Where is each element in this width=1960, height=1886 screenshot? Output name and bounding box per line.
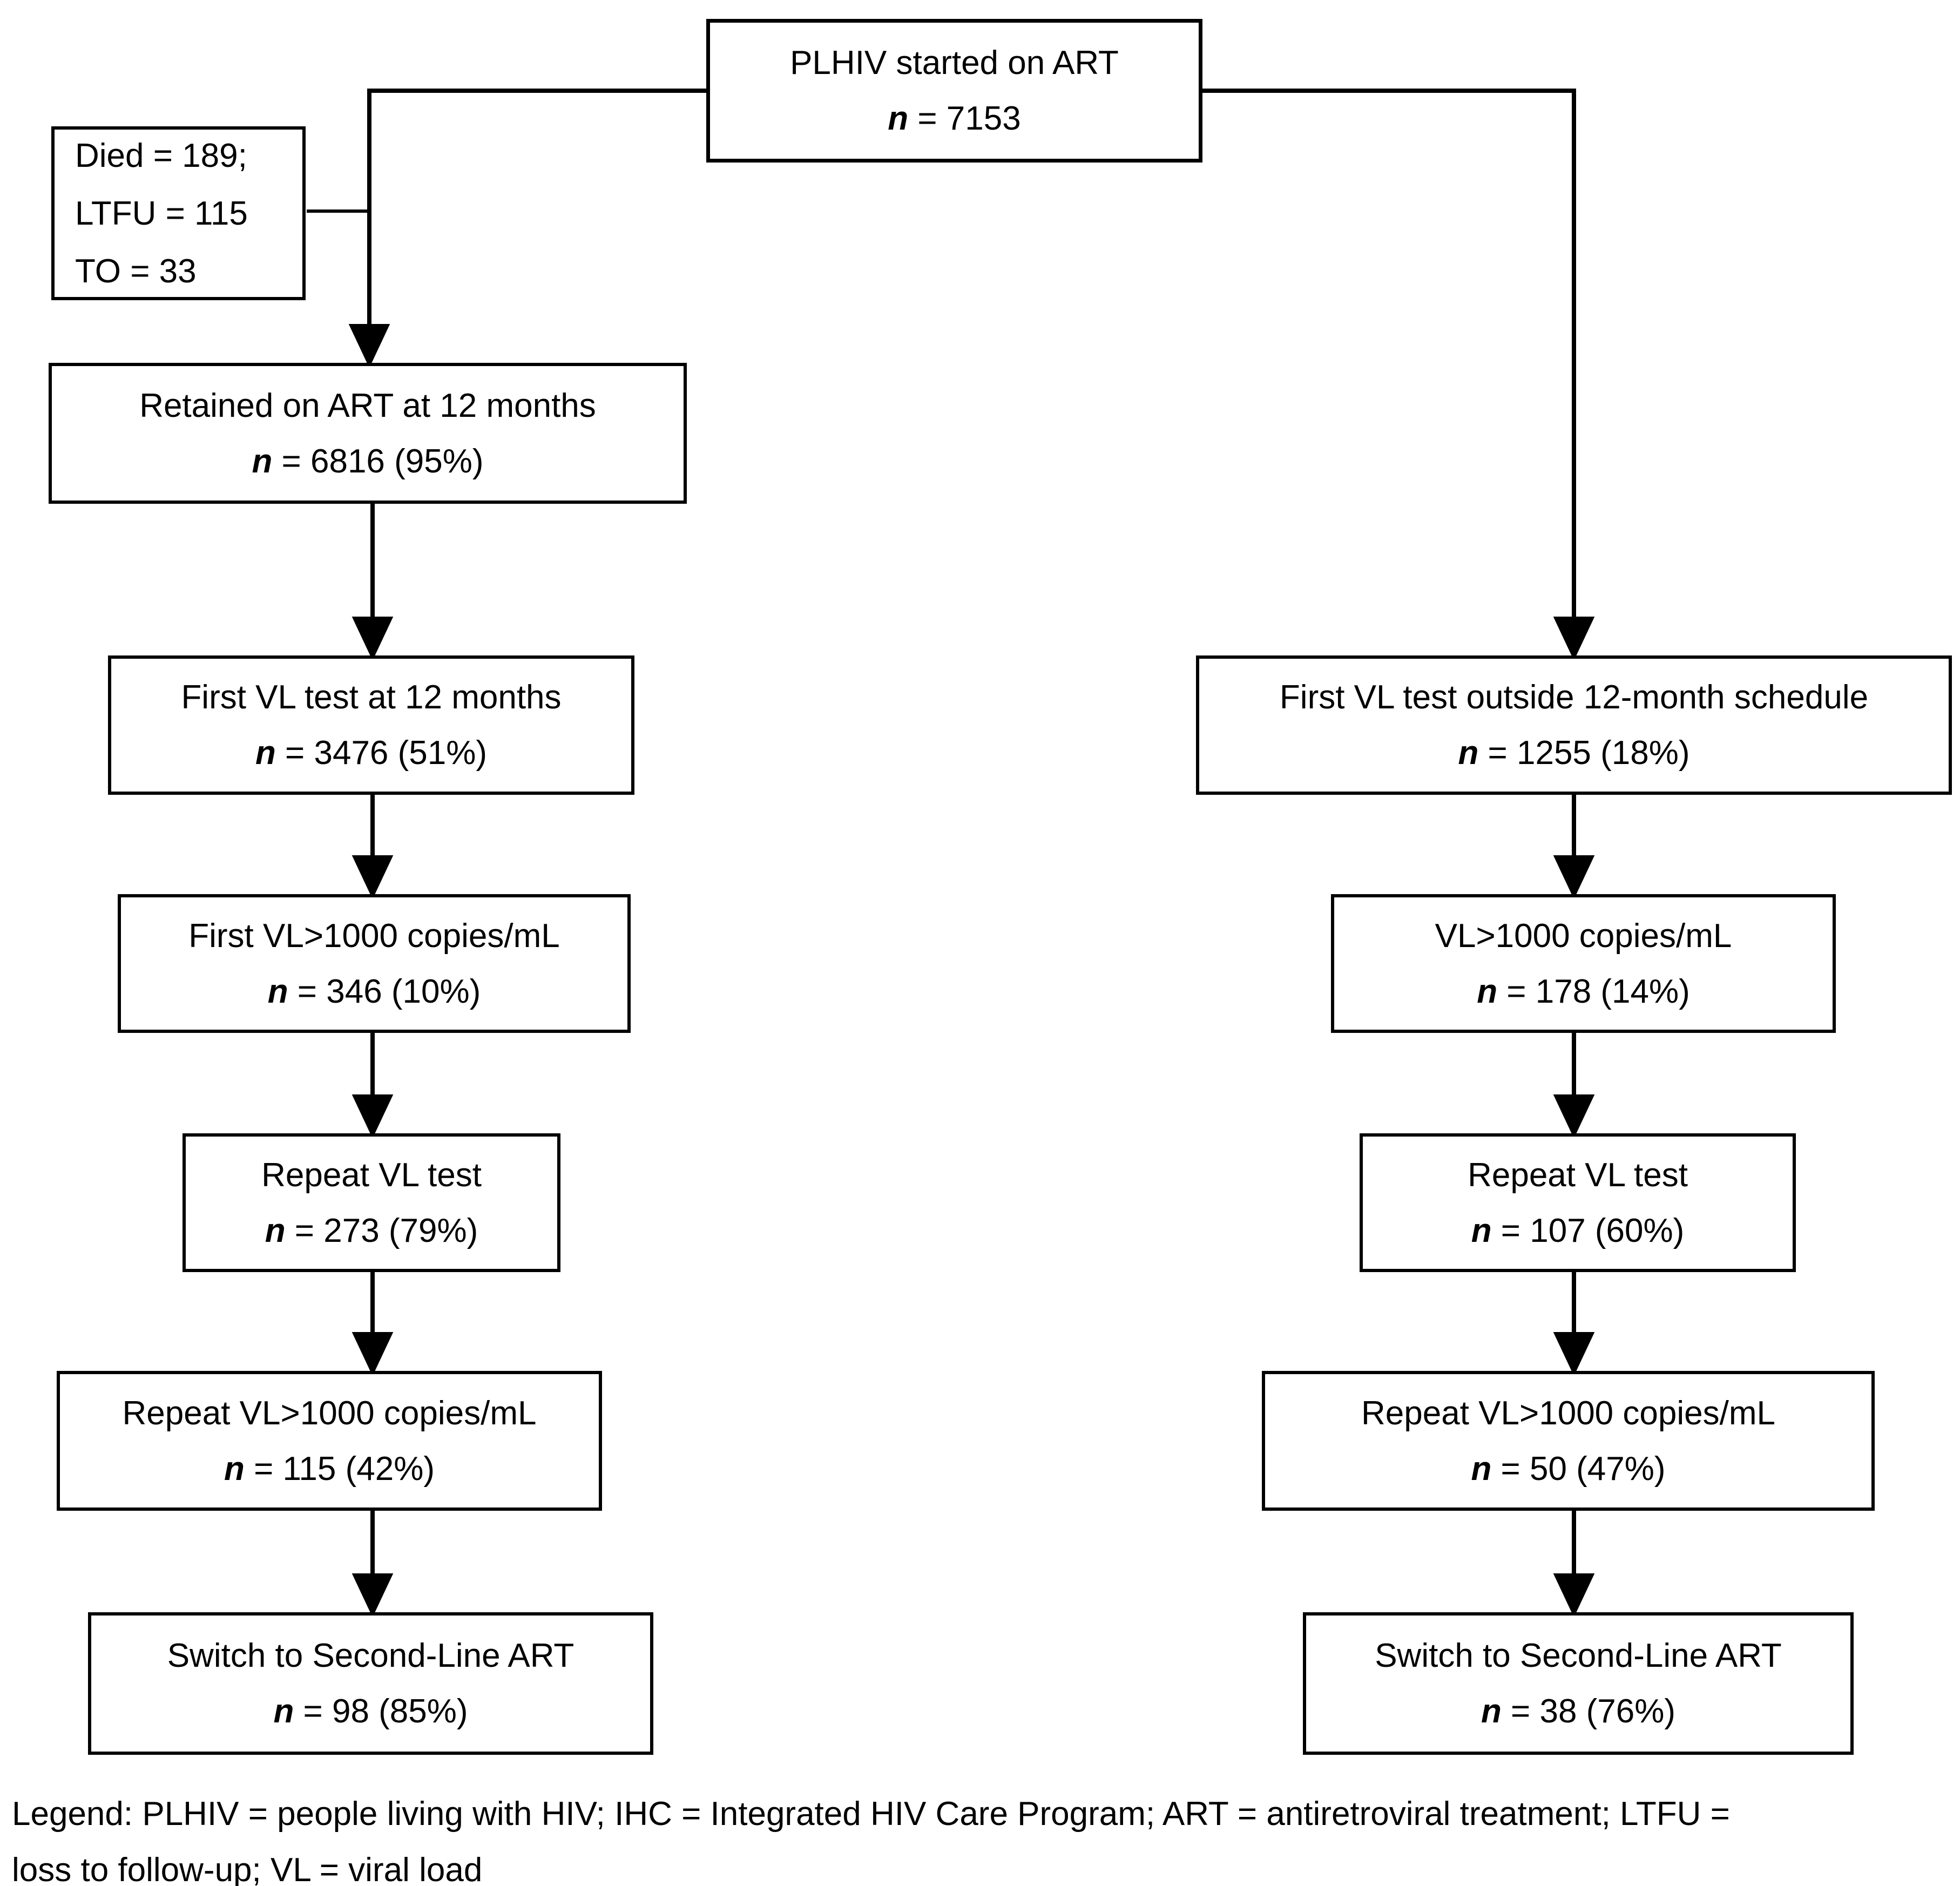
n-symbol: n	[1471, 1450, 1492, 1488]
box-n-line: n = 107 (60%)	[1471, 1203, 1685, 1259]
box-label: Switch to Second-Line ART	[1375, 1637, 1782, 1674]
box-n-line: n = 98 (85%)	[273, 1684, 468, 1739]
arrowhead-into-retained	[348, 324, 390, 368]
box-n-line: n = 38 (76%)	[1481, 1684, 1675, 1739]
flow-box-first-vl-high: First VL>1000 copies/mL n = 346 (10%)	[118, 894, 631, 1033]
n-symbol: n	[1458, 734, 1479, 772]
n-value: = 7153	[908, 100, 1021, 137]
n-value: = 178 (14%)	[1497, 972, 1690, 1010]
exclusion-line-died: Died = 189;	[75, 137, 247, 174]
n-symbol: n	[252, 442, 273, 480]
n-value: = 50 (47%)	[1491, 1450, 1666, 1488]
arrowhead-left-6	[352, 1573, 394, 1618]
n-symbol: n	[1477, 972, 1498, 1010]
flow-box-first-vl-outside: First VL test outside 12-month schedule …	[1196, 655, 1952, 795]
n-value: = 6816 (95%)	[272, 442, 484, 480]
n-value: = 107 (60%)	[1491, 1212, 1685, 1249]
arrowhead-into-right-1	[1553, 617, 1595, 661]
arrowhead-left-4	[352, 1094, 394, 1139]
box-n-line: n = 3476 (51%)	[255, 725, 487, 781]
n-symbol: n	[1471, 1212, 1492, 1249]
arrowhead-right-3	[1553, 1094, 1595, 1139]
n-symbol: n	[265, 1212, 286, 1249]
box-label: VL>1000 copies/mL	[1435, 917, 1732, 955]
legend: Legend: PLHIV = people living with HIV; …	[12, 1786, 1950, 1886]
box-n-line: n = 6816 (95%)	[252, 434, 483, 489]
legend-line-2: loss to follow-up; VL = viral load	[12, 1851, 483, 1886]
legend-line-1: Legend: PLHIV = people living with HIV; …	[12, 1795, 1730, 1833]
n-symbol: n	[1481, 1693, 1502, 1730]
n-value: = 346 (10%)	[288, 972, 481, 1010]
arrowhead-right-4	[1553, 1332, 1595, 1376]
n-value: = 1255 (18%)	[1478, 734, 1690, 772]
arrowhead-right-2	[1553, 855, 1595, 900]
box-label: First VL>1000 copies/mL	[188, 917, 560, 955]
arrowhead-left-3	[352, 855, 394, 900]
box-label: Switch to Second-Line ART	[167, 1637, 575, 1674]
box-n-line: n = 7153	[888, 91, 1020, 146]
flow-box-plhiv-started: PLHIV started on ART n = 7153	[706, 19, 1202, 163]
flow-box-vl-high-right: VL>1000 copies/mL n = 178 (14%)	[1331, 894, 1836, 1033]
arrowhead-left-2	[352, 617, 394, 661]
box-n-line: n = 50 (47%)	[1471, 1441, 1665, 1497]
flow-box-repeat-vl-left: Repeat VL test n = 273 (79%)	[183, 1133, 560, 1272]
flow-box-switch-left: Switch to Second-Line ART n = 98 (85%)	[88, 1612, 653, 1755]
box-label: PLHIV started on ART	[790, 44, 1119, 82]
box-label: Repeat VL test	[261, 1156, 482, 1194]
flow-box-repeat-vl-high-left: Repeat VL>1000 copies/mL n = 115 (42%)	[57, 1371, 602, 1511]
exclusion-line-to: TO = 33	[75, 252, 197, 290]
n-symbol: n	[273, 1693, 294, 1730]
flow-box-repeat-vl-high-right: Repeat VL>1000 copies/mL n = 50 (47%)	[1262, 1371, 1875, 1511]
flow-box-exclusions: Died = 189; LTFU = 115 TO = 33	[51, 126, 306, 300]
box-label: First VL test at 12 months	[181, 679, 562, 716]
box-label: Repeat VL>1000 copies/mL	[122, 1394, 537, 1432]
flow-box-retained: Retained on ART at 12 months n = 6816 (9…	[49, 363, 687, 504]
box-n-line: n = 273 (79%)	[265, 1203, 478, 1259]
flow-box-switch-right: Switch to Second-Line ART n = 38 (76%)	[1303, 1612, 1854, 1755]
box-n-line: n = 178 (14%)	[1477, 964, 1690, 1019]
box-label: Repeat VL>1000 copies/mL	[1361, 1394, 1775, 1432]
n-symbol: n	[224, 1450, 245, 1488]
arrowhead-left-5	[352, 1332, 394, 1376]
n-symbol: n	[267, 972, 288, 1010]
n-value: = 273 (79%)	[285, 1212, 478, 1249]
n-symbol: n	[888, 100, 909, 137]
box-n-line: n = 346 (10%)	[268, 964, 481, 1019]
box-label: Retained on ART at 12 months	[139, 387, 596, 424]
n-value: = 115 (42%)	[244, 1450, 435, 1488]
box-n-line: n = 1255 (18%)	[1458, 725, 1689, 781]
box-n-line: n = 115 (42%)	[224, 1441, 435, 1497]
n-value: = 3476 (51%)	[275, 734, 488, 772]
box-label: First VL test outside 12-month schedule	[1279, 679, 1869, 716]
box-label: Repeat VL test	[1468, 1156, 1688, 1194]
arrowhead-right-5	[1553, 1573, 1595, 1618]
exclusion-line-ltfu: LTFU = 115	[75, 194, 248, 232]
flow-box-first-vl-12mo: First VL test at 12 months n = 3476 (51%…	[108, 655, 634, 795]
n-value: = 98 (85%)	[294, 1693, 468, 1730]
n-value: = 38 (76%)	[1501, 1693, 1676, 1730]
flow-box-repeat-vl-right: Repeat VL test n = 107 (60%)	[1360, 1133, 1796, 1272]
n-symbol: n	[255, 734, 276, 772]
